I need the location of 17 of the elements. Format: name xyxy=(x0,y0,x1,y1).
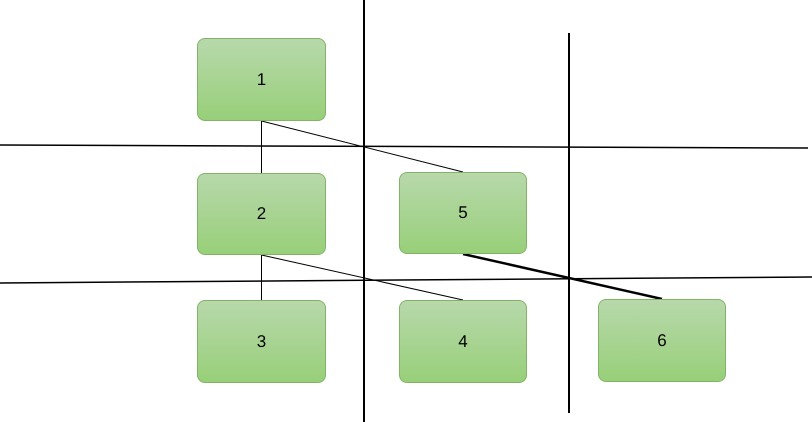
connector-line xyxy=(261,120,262,174)
box-label: 3 xyxy=(256,330,266,353)
box-label: 2 xyxy=(256,203,266,226)
process-box xyxy=(197,300,326,383)
process-box xyxy=(399,300,527,383)
connector-line xyxy=(261,254,262,300)
box-label: 5 xyxy=(458,202,468,224)
process-box xyxy=(197,38,326,121)
box-label: 4 xyxy=(458,330,468,353)
connector-line xyxy=(261,120,464,172)
connector-line xyxy=(261,254,464,300)
box-label: 1 xyxy=(256,68,266,91)
process-box xyxy=(598,299,726,382)
box-label: 6 xyxy=(657,330,667,352)
connector-line xyxy=(462,252,662,300)
process-box xyxy=(197,173,326,255)
process-box xyxy=(399,172,527,254)
